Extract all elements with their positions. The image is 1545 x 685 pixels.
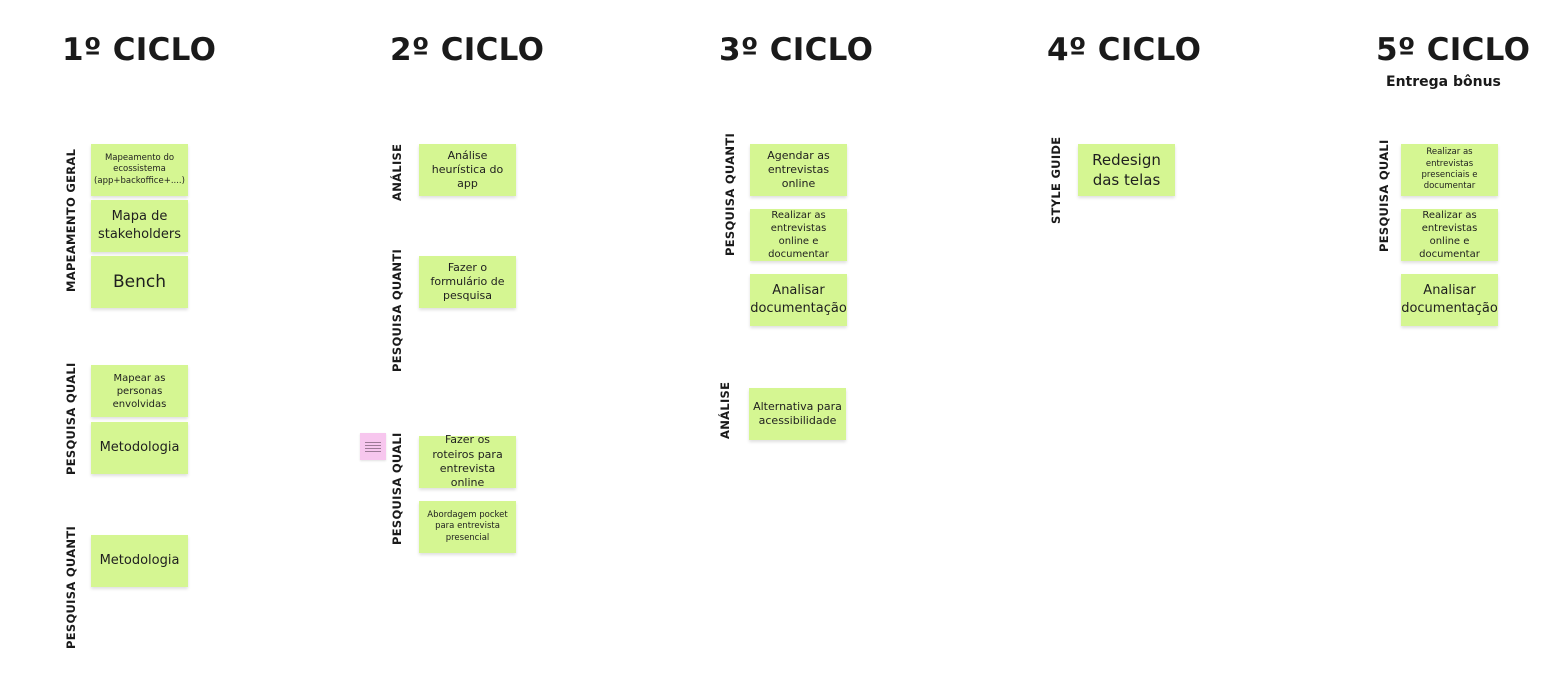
sticky-note[interactable]: Metodologia	[91, 535, 188, 587]
section-label-pesquisa-quali: PESQUISA QUALI	[390, 432, 404, 545]
sticky-note[interactable]: Bench	[91, 256, 188, 308]
cycle-2-title: 2º CICLO	[390, 32, 545, 68]
sticky-note[interactable]: Analisar documentação	[1401, 274, 1498, 326]
sticky-note[interactable]: Agendar as entrevistas online	[750, 144, 847, 196]
section-label-pesquisa-quali: PESQUISA QUALI	[1377, 139, 1391, 252]
sticky-note[interactable]: Metodologia	[91, 422, 188, 474]
cycle-5-subtitle: Entrega bônus	[1386, 74, 1501, 90]
section-label-pesquisa-quanti: PESQUISA QUANTI	[390, 248, 404, 372]
section-label-pesquisa-quanti: PESQUISA QUANTI	[723, 132, 737, 256]
sticky-note[interactable]: Realizar as entrevistas online e documen…	[1401, 209, 1498, 261]
sticky-note[interactable]: Mapeamento do ecossistema (app+backoffic…	[91, 144, 188, 196]
sticky-note[interactable]: Analisar documentação	[750, 274, 847, 326]
section-label-style-guide: STYLE GUIDE	[1049, 136, 1063, 224]
sticky-note[interactable]: Redesign das telas	[1078, 144, 1175, 196]
sticky-note[interactable]: Mapear as personas envolvidas	[91, 365, 188, 417]
sticky-note[interactable]: Mapa de stakeholders	[91, 200, 188, 252]
sticky-note[interactable]: Análise heurística do app	[419, 144, 516, 196]
cycle-3-title: 3º CICLO	[719, 32, 874, 68]
section-label-mapeamento-geral: MAPEAMENTO GERAL	[64, 148, 78, 292]
section-label-pesquisa-quali: PESQUISA QUALI	[64, 362, 78, 475]
sticky-note[interactable]: Fazer o formulário de pesquisa	[419, 256, 516, 308]
cycle-1-title: 1º CICLO	[62, 32, 217, 68]
cycle-5-title: 5º CICLO	[1376, 32, 1531, 68]
sticky-note[interactable]: Alternativa para acessibilidade	[749, 388, 846, 440]
section-label-pesquisa-quanti: PESQUISA QUANTI	[64, 525, 78, 649]
sticky-note[interactable]: Fazer os roteiros para entrevista online	[419, 433, 516, 489]
sticky-note[interactable]: Abordagem pocket para entrevista presenc…	[419, 501, 516, 553]
cycle-4-title: 4º CICLO	[1047, 32, 1202, 68]
section-label-analise: ANÁLISE	[390, 143, 404, 201]
pink-sticky-note[interactable]	[360, 433, 386, 460]
sticky-note[interactable]: Realizar as entrevistas presenciais e do…	[1401, 144, 1498, 196]
sticky-note[interactable]: Realizar as entrevistas online e documen…	[750, 209, 847, 261]
section-label-analise: ANÁLISE	[718, 381, 732, 439]
